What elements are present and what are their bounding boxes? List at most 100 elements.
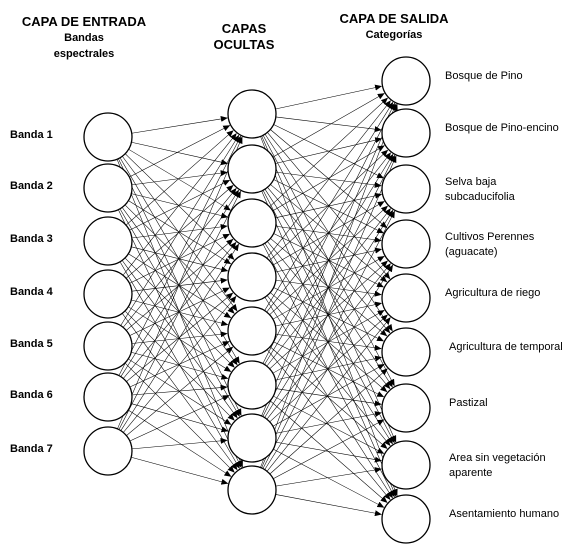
- edge-hidden-8-output-5: [266, 317, 391, 472]
- edge-input-4-hidden-1: [122, 133, 237, 276]
- edge-hidden-1-output-1: [275, 84, 383, 110]
- output-node-label: Cultivos Perennes (aguacate): [445, 231, 535, 258]
- hidden-node-2: [227, 144, 277, 194]
- edge-input-3-hidden-1: [125, 130, 234, 226]
- input-node-7: [83, 426, 133, 476]
- edge-input-3-hidden-2: [129, 179, 231, 231]
- edge-hidden-8-output-2: [261, 155, 397, 469]
- output-node-8: [381, 440, 431, 490]
- edge-input-1-hidden-3: [128, 149, 231, 211]
- output-node-label: Pastizal: [449, 397, 488, 409]
- edge-hidden-6-output-1: [262, 102, 395, 364]
- edge-hidden-8-output-7: [273, 419, 385, 479]
- edge-hidden-3-output-3: [275, 192, 383, 219]
- input-node-label: Banda 1: [10, 129, 53, 141]
- output-node-1: [381, 56, 431, 106]
- edge-hidden-7-output-6: [272, 363, 385, 427]
- edge-input-6-hidden-1: [118, 135, 241, 376]
- input-layer-title: CAPA DE ENTRADA: [21, 14, 147, 29]
- input-node-6: [83, 372, 133, 422]
- input-node-5: [83, 321, 133, 371]
- input-layer-header: CAPA DE ENTRADA Bandas espectrales: [8, 14, 160, 62]
- edge-hidden-5-output-2: [266, 152, 391, 313]
- edge-input-1-hidden-2: [131, 141, 229, 166]
- edge-input-2-hidden-2: [131, 170, 228, 186]
- edge-hidden-4-output-7: [270, 292, 388, 393]
- output-layer-subtitle: Categorías: [365, 29, 423, 41]
- hidden-node-1: [227, 89, 277, 139]
- output-node-2: [381, 108, 431, 158]
- edge-hidden-6-output-7: [275, 388, 382, 407]
- edge-input-6-hidden-7: [131, 403, 229, 433]
- edge-hidden-8-output-1: [260, 103, 398, 468]
- edge-hidden-4-output-1: [266, 100, 391, 259]
- output-node-label: Selva baja subcaducifolia: [445, 176, 515, 203]
- hidden-node-7: [227, 413, 277, 463]
- output-node-9: [381, 494, 431, 544]
- edge-hidden-8-output-8: [275, 467, 382, 487]
- edge-hidden-2-output-2: [275, 137, 383, 164]
- hidden-node-8: [227, 465, 277, 515]
- output-node-label: Area sin vegetación aparente: [449, 452, 546, 479]
- network-nodes: [83, 56, 431, 544]
- edge-input-1-hidden-6: [119, 157, 240, 364]
- output-node-label: Bosque de Pino-encino: [445, 122, 559, 134]
- edge-input-5-hidden-2: [122, 188, 237, 328]
- edge-input-1-hidden-5: [122, 156, 238, 312]
- edge-input-4-hidden-3: [129, 233, 231, 284]
- edge-hidden-7-output-3: [264, 209, 394, 418]
- edge-input-5-hidden-6: [131, 352, 229, 380]
- input-node-label: Banda 2: [10, 180, 53, 192]
- input-node-3: [83, 216, 133, 266]
- edge-hidden-2-output-7: [264, 189, 393, 388]
- input-layer-subtitle: Bandas espectrales: [53, 32, 115, 60]
- edge-input-1-hidden-1: [131, 116, 228, 134]
- edge-input-7-hidden-5: [126, 346, 234, 436]
- edge-input-4-hidden-2: [125, 185, 234, 279]
- input-node-label: Banda 6: [10, 389, 53, 401]
- input-node-label: Banda 3: [10, 233, 53, 245]
- edge-hidden-6-output-3: [266, 208, 391, 367]
- edge-input-5-hidden-3: [126, 238, 234, 331]
- edge-hidden-2-output-1: [272, 93, 385, 158]
- edge-input-2-hidden-1: [129, 125, 231, 178]
- edge-hidden-7-output-1: [261, 103, 397, 417]
- edge-hidden-3-output-8: [264, 243, 393, 445]
- edge-hidden-5-output-7: [273, 341, 385, 398]
- hidden-layer-header: CAPAS OCULTAS: [196, 21, 292, 53]
- input-node-label: Banda 4: [10, 286, 53, 298]
- edge-hidden-3-output-1: [269, 97, 388, 207]
- edge-hidden-8-output-6: [269, 368, 388, 475]
- edge-hidden-2-output-3: [275, 171, 382, 188]
- edge-input-7-hidden-3: [120, 243, 239, 431]
- hidden-layer-title: CAPAS OCULTAS: [213, 21, 275, 52]
- edge-hidden-8-output-9: [275, 494, 382, 517]
- input-node-4: [83, 269, 133, 319]
- edge-hidden-7-output-9: [273, 448, 385, 508]
- edge-input-5-hidden-1: [120, 134, 240, 326]
- edge-hidden-1-output-2: [275, 116, 382, 133]
- hidden-node-4: [227, 252, 277, 302]
- edge-input-1-hidden-4: [125, 153, 235, 260]
- edge-input-7-hidden-4: [123, 295, 237, 433]
- edge-hidden-6-output-8: [273, 395, 385, 454]
- edge-hidden-5-output-1: [264, 101, 394, 311]
- input-node-label: Banda 7: [10, 443, 53, 455]
- edge-hidden-4-output-8: [266, 295, 391, 447]
- edge-input-7-hidden-2: [118, 190, 241, 430]
- edge-input-5-hidden-4: [129, 287, 230, 336]
- edge-input-5-hidden-5: [131, 331, 228, 344]
- edge-hidden-8-output-3: [262, 210, 395, 469]
- edge-hidden-1-output-9: [260, 136, 398, 497]
- output-node-label: Agricultura de temporal: [449, 341, 563, 353]
- edge-input-7-hidden-1: [117, 136, 243, 430]
- output-node-label: Agricultura de riego: [445, 287, 541, 299]
- hidden-node-6: [227, 360, 277, 410]
- hidden-node-5: [227, 306, 277, 356]
- edge-hidden-4-output-3: [272, 201, 385, 266]
- edge-input-1-hidden-7: [118, 158, 242, 416]
- input-node-2: [83, 163, 133, 213]
- edge-hidden-2-output-8: [262, 190, 395, 444]
- hidden-node-3: [227, 198, 277, 248]
- edge-input-4-hidden-5: [131, 299, 229, 327]
